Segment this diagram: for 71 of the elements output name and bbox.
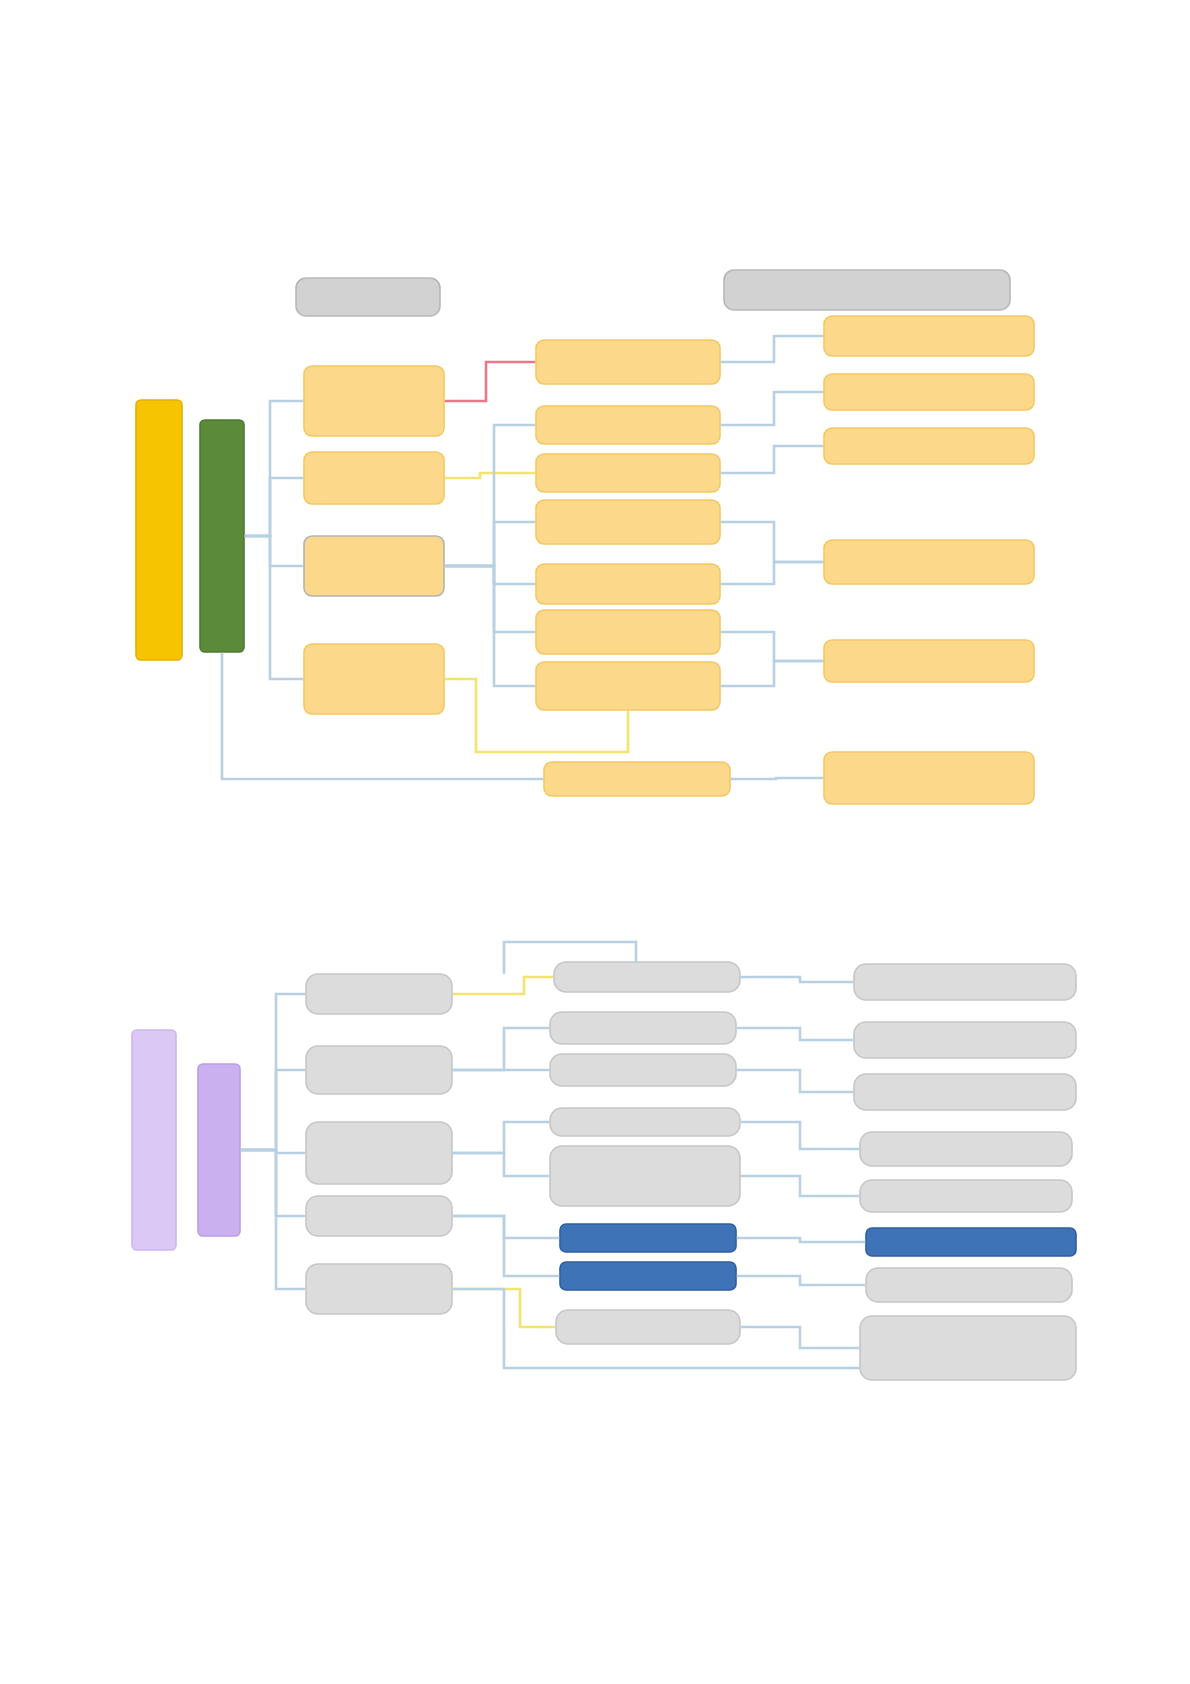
rounded-box	[823, 539, 1035, 585]
rounded-box	[853, 1021, 1077, 1059]
rounded-box	[535, 661, 721, 711]
rounded-box	[303, 451, 445, 505]
rounded-box	[303, 643, 445, 715]
connector-line	[736, 1236, 866, 1244]
rounded-box	[823, 315, 1035, 357]
vertical-bar	[131, 1029, 177, 1251]
rounded-box	[859, 1315, 1077, 1381]
rounded-box	[535, 405, 721, 445]
connector-line	[452, 1287, 860, 1370]
connector-line	[736, 1274, 866, 1287]
vertical-bar	[199, 419, 245, 653]
rounded-box	[549, 1053, 737, 1087]
rounded-box	[549, 1107, 741, 1137]
connector-line	[730, 776, 824, 781]
connector-line	[240, 1148, 306, 1291]
rounded-box	[823, 373, 1035, 411]
highlighted-box	[559, 1223, 737, 1253]
connector-line	[720, 390, 824, 427]
connector-line	[452, 975, 554, 996]
rounded-box	[823, 751, 1035, 805]
rounded-box	[823, 639, 1035, 683]
rounded-box	[823, 427, 1035, 465]
connector-line	[720, 560, 824, 586]
connector-line	[452, 1151, 550, 1178]
rounded-box	[303, 535, 445, 597]
rounded-box	[303, 365, 445, 437]
rounded-box	[549, 1011, 737, 1045]
connector-line	[452, 1214, 560, 1278]
heading-box	[723, 269, 1011, 311]
highlighted-box	[559, 1261, 737, 1291]
connector-line	[740, 975, 854, 984]
connector-line	[444, 677, 630, 754]
rounded-box	[535, 453, 721, 493]
rounded-box	[859, 1179, 1073, 1213]
rounded-box	[305, 1195, 453, 1237]
rounded-box	[859, 1131, 1073, 1167]
rounded-box	[535, 339, 721, 385]
rounded-box	[305, 1121, 453, 1185]
vertical-bar	[197, 1063, 241, 1237]
highlighted-box	[865, 1227, 1077, 1257]
rounded-box	[555, 1309, 741, 1345]
connector-line	[444, 564, 536, 688]
connector-line	[720, 659, 824, 688]
connector-line	[740, 1120, 860, 1151]
connector-line	[444, 360, 536, 403]
rounded-box	[535, 609, 721, 655]
connector-line	[244, 534, 304, 681]
rounded-box	[305, 1045, 453, 1095]
heading-box	[295, 277, 441, 317]
rounded-box	[549, 1145, 741, 1207]
rounded-box	[305, 973, 453, 1015]
rounded-box	[305, 1263, 453, 1315]
connector-line	[720, 334, 824, 364]
connector-line	[452, 1068, 550, 1072]
connector-line	[220, 652, 544, 781]
rounded-box	[535, 563, 721, 605]
rounded-box	[865, 1267, 1073, 1303]
connector-line	[736, 1026, 854, 1042]
connector-line	[740, 1174, 860, 1198]
connector-line	[736, 1068, 854, 1094]
connector-line	[720, 444, 824, 475]
rounded-box	[853, 963, 1077, 1001]
connector-line	[444, 471, 536, 480]
rounded-box	[553, 961, 741, 993]
rounded-box	[543, 761, 731, 797]
rounded-box	[535, 499, 721, 545]
rounded-box	[853, 1073, 1077, 1111]
vertical-bar	[135, 399, 183, 661]
connector-line	[740, 1325, 860, 1350]
